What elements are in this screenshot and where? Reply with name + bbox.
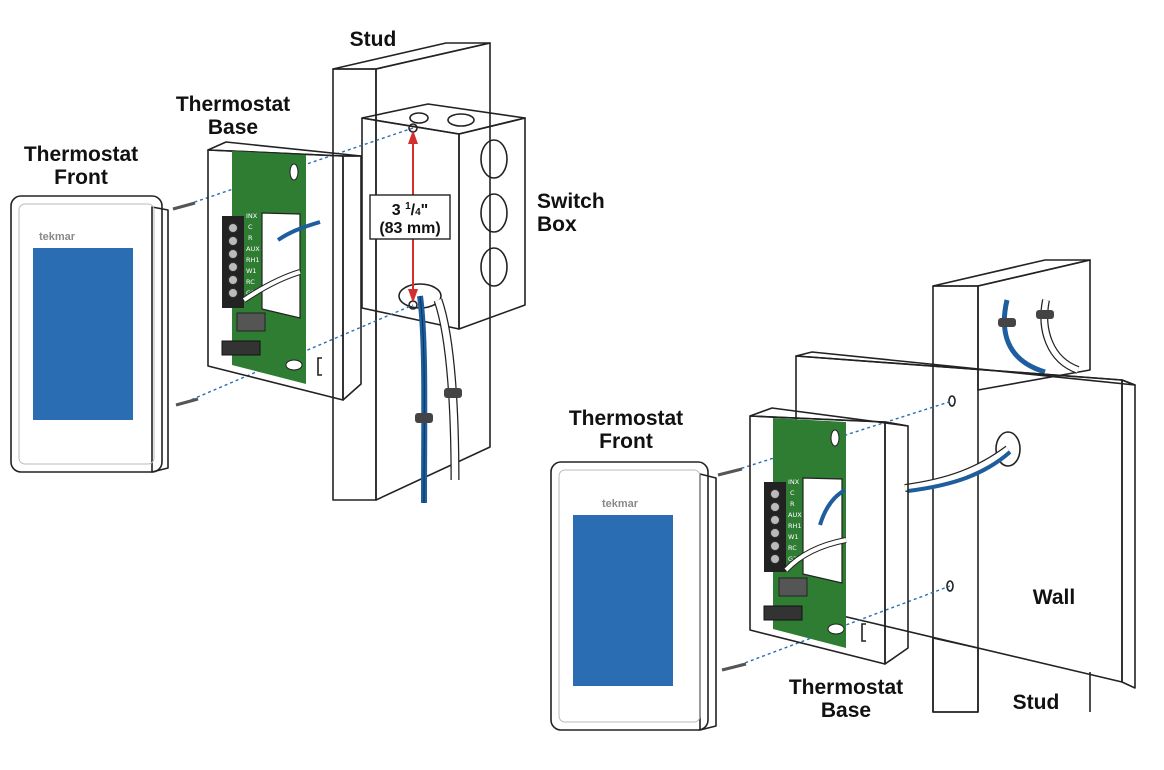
label-thermostat-base-right: Thermostat bbox=[789, 676, 903, 699]
label-stud-bottom: Stud bbox=[1013, 691, 1060, 714]
wires-left bbox=[415, 295, 462, 504]
label-thermostat-front-right-2: Front bbox=[599, 430, 653, 453]
terminal-label: AUX bbox=[246, 245, 260, 253]
terminal-label: RH1 bbox=[788, 522, 802, 530]
stud-left bbox=[332, 42, 491, 501]
dimension-line2: (83 mm) bbox=[379, 220, 440, 237]
terminal-label: R bbox=[790, 500, 795, 508]
label-switch-box-2: Box bbox=[537, 213, 577, 236]
label-thermostat-base-left: Thermostat bbox=[176, 93, 290, 116]
terminal-label: W1 bbox=[246, 267, 257, 275]
stud-right-lower bbox=[932, 637, 1091, 713]
brand-logo: tekmar bbox=[602, 498, 639, 510]
terminal-label: INX bbox=[246, 212, 258, 220]
terminal-label: INX bbox=[788, 478, 800, 486]
screw-icon bbox=[717, 467, 747, 672]
display-screen bbox=[573, 515, 673, 686]
label-thermostat-base-left-2: Base bbox=[208, 116, 258, 139]
terminal-label: RC bbox=[246, 278, 255, 286]
stud-right bbox=[932, 259, 1091, 713]
wall-panel bbox=[795, 351, 1136, 689]
label-thermostat-base-right-2: Base bbox=[821, 699, 871, 722]
switch-box bbox=[361, 103, 526, 330]
terminal-label: R bbox=[248, 234, 253, 242]
label-wall: Wall bbox=[1033, 586, 1075, 609]
label-stud-top: Stud bbox=[350, 28, 397, 51]
label-thermostat-front-left: Thermostat bbox=[24, 143, 138, 166]
display-screen bbox=[33, 248, 133, 420]
terminal-label: G2 bbox=[788, 555, 797, 563]
diagram-labels: Stud Thermostat Base Thermostat Front Sw… bbox=[24, 28, 1075, 722]
thermostat-front-right: tekmar bbox=[550, 461, 717, 731]
terminal-label: W1 bbox=[788, 533, 799, 541]
dimension-marker: 3 1/4" (83 mm) bbox=[369, 130, 451, 303]
brand-logo: tekmar bbox=[39, 231, 76, 243]
terminal-label: C bbox=[790, 489, 795, 497]
thermostat-front-left: tekmar bbox=[10, 195, 169, 473]
label-thermostat-front-left-2: Front bbox=[54, 166, 108, 189]
terminal-label: AUX bbox=[788, 511, 802, 519]
label-thermostat-front-right: Thermostat bbox=[569, 407, 683, 430]
thermostat-base-left: INX C R AUX RH1 W1 RC G2 bbox=[207, 141, 362, 401]
terminal-label: RC bbox=[788, 544, 797, 552]
label-switch-box: Switch bbox=[537, 190, 605, 213]
screw-icon bbox=[172, 201, 199, 407]
terminal-label: C bbox=[248, 223, 253, 231]
wires-right bbox=[904, 445, 1012, 493]
terminal-label: RH1 bbox=[246, 256, 260, 264]
dimension-line1: 3 1/4" bbox=[392, 201, 429, 219]
thermostat-base-right: INX C R AUX RH1 W1 RC G2 bbox=[749, 407, 909, 665]
